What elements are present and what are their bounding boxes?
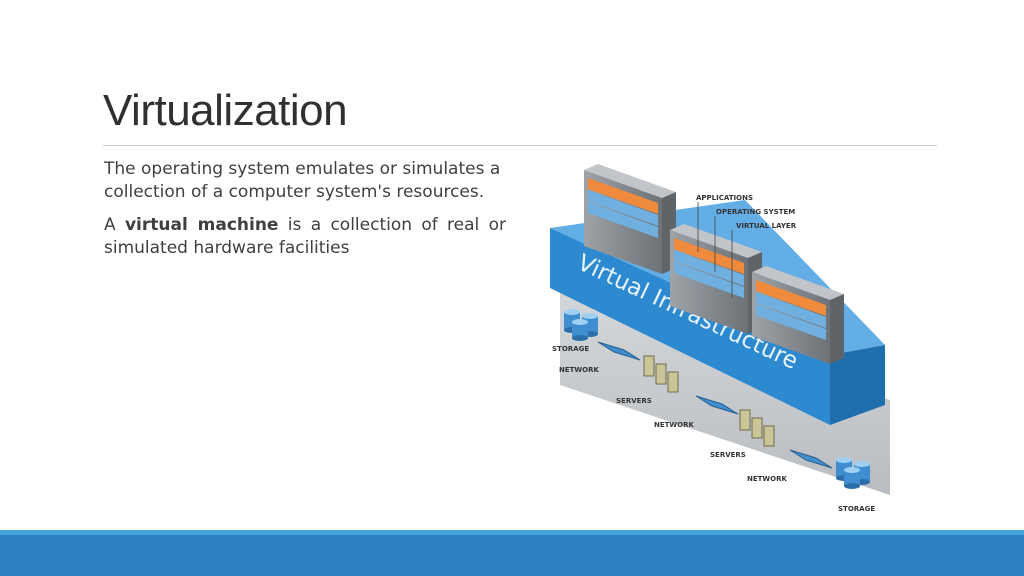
virtual-machine-term: virtual machine: [124, 215, 279, 235]
network-label-2: NETWORK: [654, 421, 694, 429]
network-switch-icon-2: [695, 395, 739, 415]
footer-bar: [0, 535, 1024, 576]
slide-body: The operating system emulates or simulat…: [104, 158, 506, 270]
storage-label-2: STORAGE: [838, 505, 875, 513]
paragraph2-suffix: is a collection of real or simulated har…: [104, 215, 506, 258]
paragraph-emulation: The operating system emulates or simulat…: [104, 159, 501, 202]
title-divider: [103, 145, 937, 146]
operating-system-callout: OPERATING SYSTEM: [716, 208, 795, 216]
vm-server-2: [670, 224, 762, 334]
servers-label-1: SERVERS: [616, 397, 652, 405]
storage-label-1: STORAGE: [552, 345, 589, 353]
storage-icon-1: [564, 309, 598, 341]
servers-icon-1: [643, 355, 679, 393]
applications-callout: APPLICATIONS: [696, 194, 753, 202]
callout-lines: [697, 202, 733, 298]
servers-icon-2: [739, 409, 775, 447]
storage-icon-2: [836, 457, 870, 489]
floor-platform: [560, 290, 890, 495]
network-switch-icon-3: [789, 449, 833, 469]
vm-server-1: [584, 164, 676, 274]
vm-server-3: [752, 266, 844, 364]
paragraph2-prefix: A: [104, 215, 125, 235]
virtual-infrastructure-diagram: STORAGE NETWORK SERVERS NETWORK SERVERS …: [550, 164, 890, 513]
virtual-layer-callout: VIRTUAL LAYER: [736, 222, 797, 230]
network-switch-icon-1: [597, 341, 641, 361]
slide-title: Virtualization: [103, 86, 348, 135]
paragraph-virtual-machine: A virtual machine is a collection of rea…: [104, 214, 506, 260]
network-label-1: NETWORK: [559, 366, 599, 374]
network-label-3: NETWORK: [747, 475, 787, 483]
servers-label-2: SERVERS: [710, 451, 746, 459]
footer-accent-line: [0, 530, 1024, 535]
